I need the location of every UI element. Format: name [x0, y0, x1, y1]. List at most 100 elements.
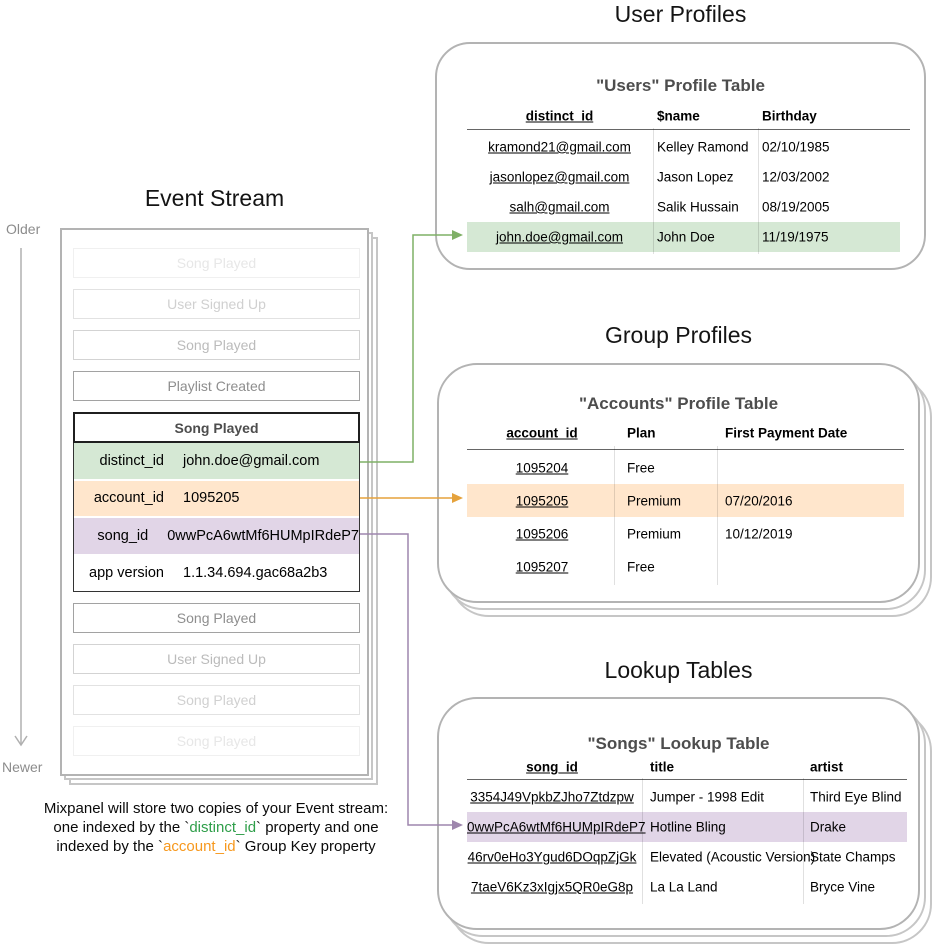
table-cell: Jumper - 1998 Edit — [650, 789, 765, 805]
column-header-distinct-id: distinct_id — [525, 108, 594, 124]
table-cell: 08/19/2005 — [762, 199, 830, 215]
property-row-distinct-id: distinct_id john.doe@gmail.com — [74, 443, 359, 479]
column-divider — [803, 778, 804, 904]
newer-label: Newer — [2, 759, 43, 775]
table-row: 1095204 Free — [467, 451, 904, 484]
column-divider — [653, 128, 654, 254]
column-header-song-title: title — [650, 759, 675, 775]
table-cell: Bryce Vine — [810, 879, 876, 895]
table-cell: 7taeV6Kz3xIgjx5QR0eG8p — [470, 879, 634, 895]
users-table-body: kramond21@gmail.com Kelley Ramond 02/10/… — [467, 128, 900, 254]
table-row: salh@gmail.com Salik Hussain 08/19/2005 — [467, 192, 900, 222]
event-card: Song Played — [73, 726, 360, 756]
caption-line-2: one indexed by the `distinct_id` propert… — [20, 818, 412, 837]
table-row: 46rv0eHo3Ygud6DOqpZjGk Elevated (Acousti… — [467, 842, 907, 872]
table-cell: 1095207 — [515, 559, 569, 574]
table-cell: Drake — [810, 819, 847, 835]
table-cell: 12/03/2002 — [762, 169, 830, 185]
table-cell: Elevated (Acoustic Version) — [650, 849, 816, 865]
older-label: Older — [6, 221, 41, 237]
column-header-account-id: account_id — [506, 425, 578, 441]
table-cell: 1095204 — [515, 460, 569, 475]
table-cell: John Doe — [657, 229, 715, 245]
table-cell: Salik Hussain — [657, 199, 739, 215]
distinct-id-code: distinct_id — [189, 819, 257, 836]
header-rule — [467, 129, 910, 130]
property-row-app-version: app version 1.1.34.694.gac68a2b3 — [74, 553, 359, 592]
property-value: 1.1.34.694.gac68a2b3 — [183, 565, 328, 582]
table-cell: Hotline Bling — [650, 819, 726, 835]
event-card: Song Played — [73, 603, 360, 633]
expanded-event-name: Song Played — [73, 412, 360, 443]
table-cell: 1095205 — [515, 493, 569, 508]
event-card: User Signed Up — [73, 644, 360, 674]
column-header-artist: artist — [810, 759, 844, 775]
users-profile-box: "Users" Profile Table distinct_id $name … — [435, 42, 926, 270]
header-rule — [467, 779, 907, 780]
table-cell: kramond21@gmail.com — [488, 139, 631, 155]
table-row: jasonlopez@gmail.com Jason Lopez 12/03/2… — [467, 162, 900, 192]
property-key: app version — [89, 565, 164, 582]
lookup-tables-title: Lookup Tables — [604, 657, 753, 683]
group-profiles-title: Group Profiles — [604, 322, 752, 348]
event-card: User Signed Up — [73, 289, 360, 319]
property-value: 1095205 — [183, 490, 240, 507]
accounts-table-title: "Accounts" Profile Table — [578, 394, 779, 413]
highlighted-table-row: john.doe@gmail.com John Doe 11/19/1975 — [467, 222, 900, 252]
caption-text: ` Group Key property — [235, 838, 376, 855]
songs-table-title: "Songs" Lookup Table — [587, 734, 770, 753]
accounts-profile-box: "Accounts" Profile Table account_id Plan… — [437, 363, 920, 603]
table-cell: 46rv0eHo3Ygud6DOqpZjGk — [467, 849, 637, 865]
caption: Mixpanel will store two copies of your E… — [20, 799, 412, 856]
column-divider — [758, 128, 759, 254]
header-rule — [467, 449, 904, 450]
highlighted-table-row: 0wwPcA6wtMf6HUMpIRdeP7 Hotline Bling Dra… — [467, 812, 907, 842]
event-card: Song Played — [73, 248, 360, 278]
table-cell: State Champs — [810, 849, 896, 865]
table-cell: 0wwPcA6wtMf6HUMpIRdeP7 — [467, 819, 646, 835]
table-cell: john.doe@gmail.com — [495, 229, 624, 245]
table-cell: 02/10/1985 — [762, 139, 830, 155]
timeline-arrowhead-icon — [14, 735, 28, 747]
property-value: john.doe@gmail.com — [183, 452, 320, 469]
event-card: Playlist Created — [73, 371, 360, 401]
event-card: Song Played — [73, 685, 360, 715]
column-divider — [642, 778, 643, 904]
column-header-song-id: song_id — [526, 759, 578, 775]
songs-table-header: song_id title artist — [467, 757, 907, 777]
property-value: 0wwPcA6wtMf6HUMpIRdeP7 — [167, 527, 359, 544]
table-cell: 1095206 — [515, 526, 569, 541]
expanded-event-properties: distinct_id john.doe@gmail.com account_i… — [73, 443, 360, 592]
table-row: 1095207 Free — [467, 550, 904, 583]
column-header-first-payment-date: First Payment Date — [725, 425, 848, 441]
table-cell: La La Land — [650, 879, 718, 895]
caption-line-1: Mixpanel will store two copies of your E… — [43, 800, 389, 817]
column-header-birthday: Birthday — [762, 108, 817, 124]
caption-text: ` property and one — [256, 819, 379, 836]
users-table-header: distinct_id $name Birthday — [467, 106, 900, 126]
caption-text: indexed by the ` — [56, 838, 164, 855]
table-row: kramond21@gmail.com Kelley Ramond 02/10/… — [467, 132, 900, 162]
user-profiles-title: User Profiles — [614, 1, 747, 27]
songs-lookup-box: "Songs" Lookup Table song_id title artis… — [437, 697, 920, 930]
table-cell: Kelley Ramond — [657, 139, 749, 155]
accounts-table-header: account_id Plan First Payment Date — [467, 423, 904, 443]
table-cell: Third Eye Blind — [810, 789, 902, 805]
table-cell: salh@gmail.com — [509, 199, 610, 215]
table-cell: Premium — [627, 493, 682, 508]
highlighted-table-row: 1095205 Premium 07/20/2016 — [467, 484, 904, 517]
column-divider — [717, 446, 718, 585]
column-header-name: $name — [657, 108, 700, 124]
songs-table-body: 3354J49VpkbZJho7Ztdzpw Jumper - 1998 Edi… — [467, 778, 907, 904]
account-id-code: account_id — [163, 838, 236, 855]
caption-text: one indexed by the ` — [53, 819, 190, 836]
table-row: 3354J49VpkbZJho7Ztdzpw Jumper - 1998 Edi… — [467, 782, 907, 812]
table-cell: Jason Lopez — [657, 169, 734, 185]
property-key: account_id — [93, 490, 164, 507]
event-stream-title: Event Stream — [144, 185, 285, 211]
table-cell: Free — [627, 460, 655, 475]
caption-line-3: indexed by the `account_id` Group Key pr… — [20, 837, 412, 856]
accounts-table-body: 1095204 Free 1095205 Premium 07/20/2016 … — [467, 446, 904, 585]
property-row-song-id: song_id 0wwPcA6wtMf6HUMpIRdeP7 — [74, 516, 359, 554]
